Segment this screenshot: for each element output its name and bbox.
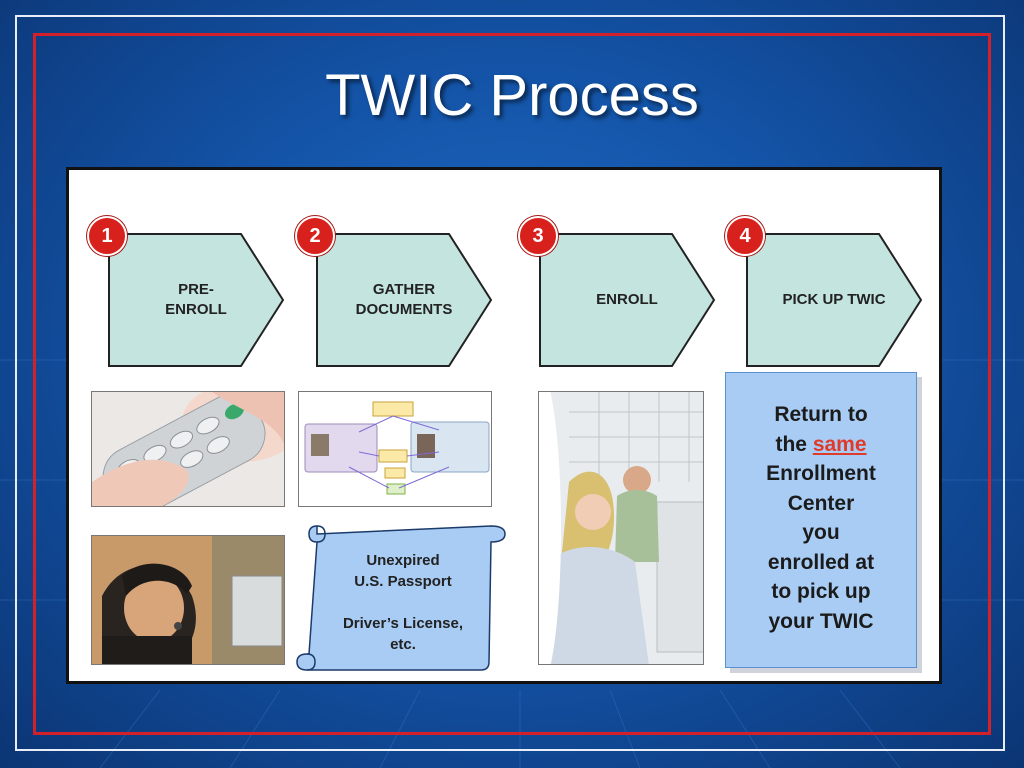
document-line: U.S. Passport bbox=[354, 573, 452, 590]
emphasis-same: same bbox=[812, 432, 867, 456]
callout-line: Return to bbox=[774, 403, 868, 426]
step-arrow-shape bbox=[316, 233, 493, 367]
callout-line: the same bbox=[726, 430, 916, 460]
step-number-badge: 4 bbox=[725, 216, 765, 256]
callout-word: the bbox=[775, 432, 807, 456]
step-number-badge: 1 bbox=[87, 216, 127, 256]
step-arrow-shape bbox=[539, 233, 716, 367]
scroll-shape bbox=[296, 525, 506, 671]
step-enroll: ENROLL 3 bbox=[518, 216, 738, 382]
callout-line: you bbox=[802, 521, 840, 544]
slide-title: TWIC Process bbox=[325, 63, 699, 128]
document-line: Unexpired bbox=[366, 552, 440, 569]
documents-scroll: Unexpired U.S. Passport Driver’s License… bbox=[295, 522, 511, 674]
step-arrow-shape bbox=[746, 233, 923, 367]
step-label: PRE- ENROLL bbox=[165, 281, 227, 318]
phone-keypad-image bbox=[91, 391, 285, 507]
callout-line: to pick up bbox=[771, 580, 871, 603]
callout-line: Enrollment bbox=[766, 462, 876, 485]
enrollment-interview-image bbox=[538, 391, 704, 665]
documents-list: Unexpired U.S. Passport Driver’s License… bbox=[315, 550, 491, 655]
step-label: GATHER DOCUMENTS bbox=[355, 281, 453, 318]
person-headset-image bbox=[91, 535, 285, 665]
document-line: etc. bbox=[390, 636, 416, 653]
callout-line: your TWIC bbox=[768, 609, 874, 633]
inner-red-frame bbox=[33, 33, 991, 735]
outer-white-frame bbox=[15, 15, 1005, 751]
id-documents-image bbox=[298, 391, 492, 507]
step-pre-enroll: PRE- ENROLL 1 bbox=[87, 216, 307, 382]
callout-line: enrolled at bbox=[767, 550, 875, 574]
step-gather-documents: GATHER DOCUMENTS 2 bbox=[295, 216, 515, 382]
process-panel: PRE- ENROLL 1 GATHER DOCUMENTS 2 ENROLL … bbox=[66, 167, 942, 684]
document-line: Driver’s License, bbox=[342, 615, 464, 632]
pickup-instructions-box: Return to the same Enrollment Center you… bbox=[725, 372, 917, 668]
step-number-badge: 2 bbox=[295, 216, 335, 256]
step-label: ENROLL bbox=[596, 291, 658, 308]
callout-line: Center bbox=[787, 491, 855, 515]
step-label: PICK UP TWIC bbox=[782, 291, 886, 308]
step-arrow-shape bbox=[108, 233, 285, 367]
step-number-badge: 3 bbox=[518, 216, 558, 256]
step-pick-up-twic: PICK UP TWIC 4 bbox=[725, 216, 945, 382]
